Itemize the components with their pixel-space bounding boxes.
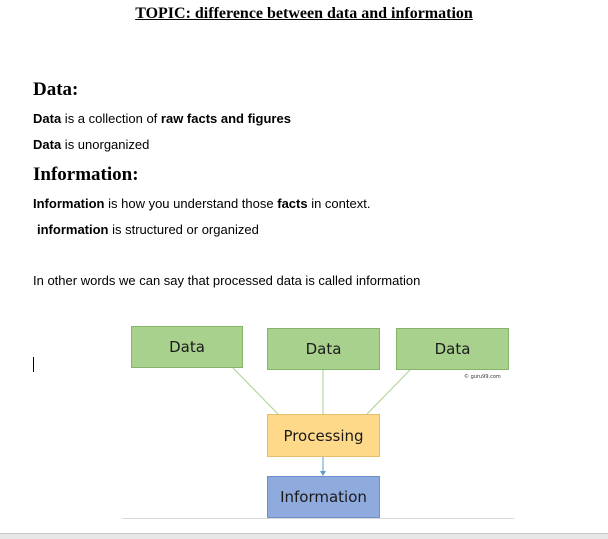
information-definition-text: is how you understand those bbox=[104, 196, 278, 211]
information-structured-text: is structured or organized bbox=[108, 222, 259, 237]
raw-facts-term: raw facts and figures bbox=[160, 111, 291, 126]
data-definition-text: is a collection of bbox=[61, 111, 161, 126]
connector-line bbox=[366, 369, 411, 415]
information-structured-line: information is structured or organized bbox=[37, 222, 259, 237]
processing-box: Processing bbox=[267, 414, 380, 457]
data-term: Data bbox=[33, 111, 62, 126]
connector-line bbox=[232, 367, 279, 415]
information-context-text: in context. bbox=[307, 196, 371, 211]
facts-term: facts bbox=[277, 196, 308, 211]
source-watermark: © guru99.com bbox=[464, 374, 501, 380]
summary-sentence: In other words we can say that processed… bbox=[33, 273, 421, 288]
information-heading: Information: bbox=[33, 164, 139, 185]
diagram-baseline bbox=[122, 518, 514, 519]
data-box-2: Data bbox=[267, 328, 380, 370]
information-definition-line: Information is how you understand those … bbox=[33, 196, 370, 211]
data-box-3: Data bbox=[396, 328, 509, 370]
data-unorganized-line: Data is unorganized bbox=[33, 137, 149, 152]
data-box-1: Data bbox=[131, 326, 243, 368]
arrow-head bbox=[320, 471, 326, 476]
information-term: Information bbox=[33, 196, 105, 211]
information-term: information bbox=[37, 222, 109, 237]
data-definition-line: Data is a collection of raw facts and fi… bbox=[33, 111, 291, 126]
data-term: Data bbox=[33, 137, 62, 152]
information-box: Information bbox=[267, 476, 380, 518]
data-unorganized-text: is unorganized bbox=[61, 137, 150, 152]
page-bottom-edge bbox=[0, 533, 608, 539]
data-heading: Data: bbox=[33, 79, 79, 100]
page-topic-title: TOPIC: difference between data and infor… bbox=[135, 5, 473, 22]
text-cursor bbox=[33, 357, 34, 372]
